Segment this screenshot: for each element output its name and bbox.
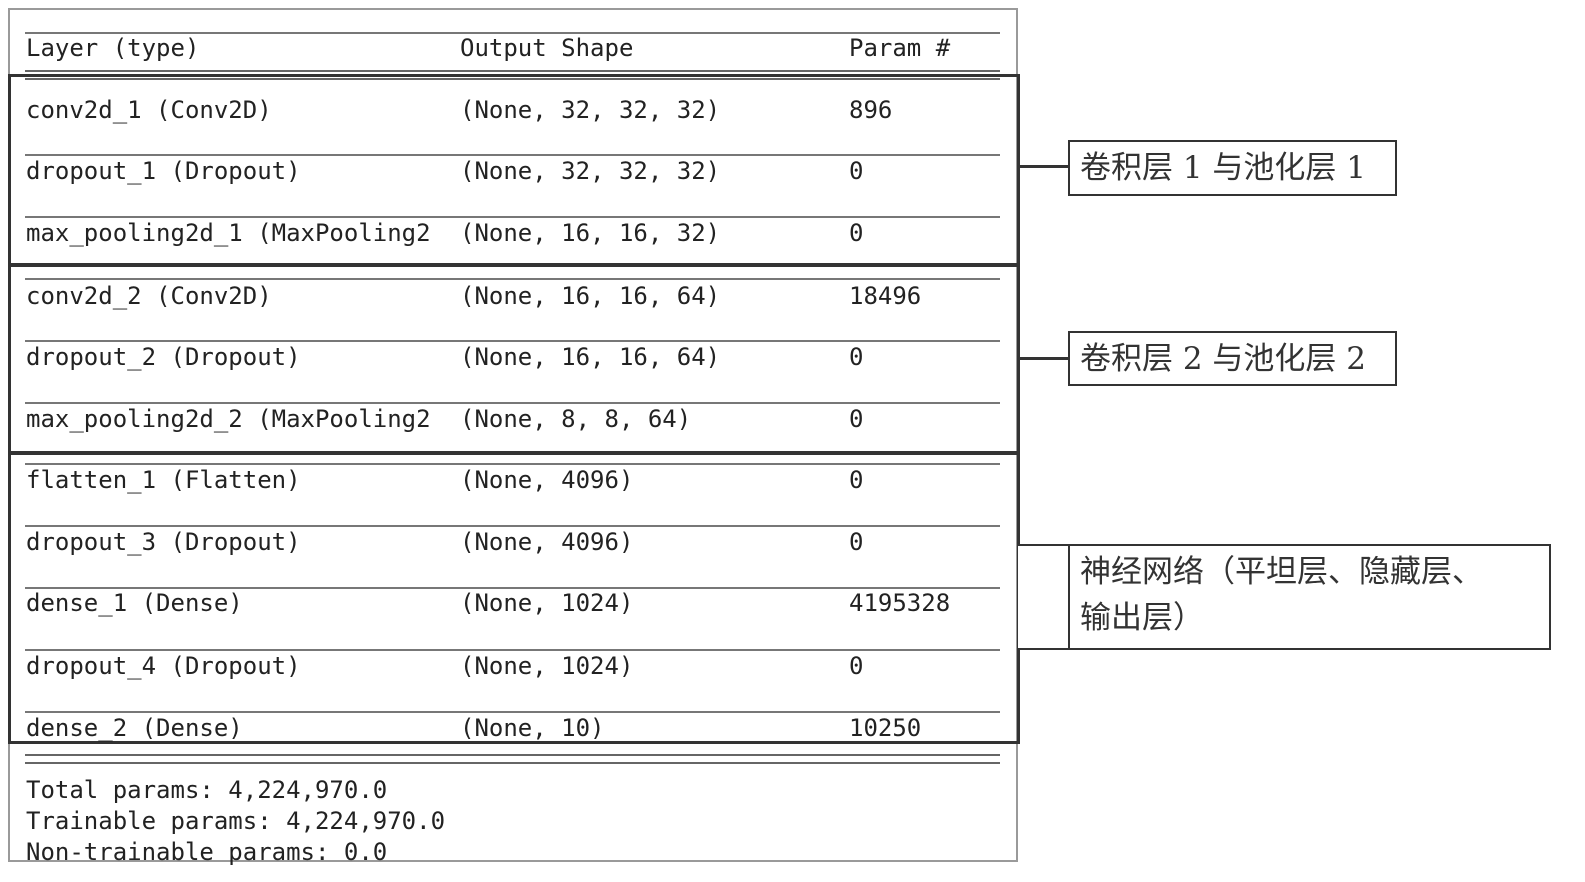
row-divider [25,711,1000,713]
layer-params: 896 [849,96,893,124]
row-divider [25,402,1000,404]
layer-params: 0 [849,528,864,556]
layer-name: flatten_1 (Flatten) [26,466,301,494]
callout-group-3: 神经网络（平坦层、隐藏层、 输出层） [1018,544,1551,650]
layer-params: 4195328 [849,589,951,617]
callout-label-1: 卷积层 1 与池化层 1 [1080,150,1367,186]
layer-params: 0 [849,466,864,494]
layer-shape: (None, 10) [460,714,605,742]
row-divider [25,525,1000,527]
layer-name: max_pooling2d_2 (MaxPooling2 [26,405,431,433]
row-divider [25,154,1000,156]
header-double-rule [25,70,1000,80]
row-divider [25,340,1000,342]
row-divider [25,216,1000,218]
layer-params: 0 [849,405,864,433]
callout-label-3-line2: 输出层） [1080,600,1204,636]
callout-connector-2 [1018,357,1070,360]
layer-shape: (None, 32, 32, 32) [460,157,721,185]
layer-name: dropout_1 (Dropout) [26,157,301,185]
header-param-count: Param # [849,34,951,62]
callout-3-inner-divider [1068,546,1070,648]
layer-params: 0 [849,343,864,371]
trainable-params: Trainable params: 4,224,970.0 [26,807,446,835]
layer-shape: (None, 4096) [460,466,634,494]
layer-params: 18496 [849,282,922,310]
row-divider [25,278,1000,280]
callout-connector-1 [1018,165,1070,168]
layer-shape: (None, 4096) [460,528,634,556]
layer-params: 0 [849,219,864,247]
layer-name: conv2d_2 (Conv2D) [26,282,272,310]
layer-name: dropout_3 (Dropout) [26,528,301,556]
footer-double-rule [25,754,1000,764]
header-output-shape: Output Shape [460,34,634,62]
callout-label-2: 卷积层 2 与池化层 2 [1080,341,1367,377]
layer-params: 0 [849,157,864,185]
header-layer: Layer (type) [26,34,200,62]
layer-shape: (None, 16, 16, 64) [460,282,721,310]
callout-group-2: 卷积层 2 与池化层 2 [1068,331,1397,386]
row-divider [25,587,1000,589]
callout-group-1: 卷积层 1 与池化层 1 [1068,140,1397,196]
layer-shape: (None, 32, 32, 32) [460,96,721,124]
row-divider [25,463,1000,465]
non-trainable-params: Non-trainable params: 0.0 [26,838,388,866]
layer-name: conv2d_1 (Conv2D) [26,96,272,124]
layer-name: dense_2 (Dense) [26,714,243,742]
layer-shape: (None, 16, 16, 32) [460,219,721,247]
layer-params: 0 [849,652,864,680]
layer-shape: (None, 1024) [460,589,634,617]
header-top-rule [25,32,1000,34]
layer-name: dropout_2 (Dropout) [26,343,301,371]
layer-params: 10250 [849,714,922,742]
layer-shape: (None, 8, 8, 64) [460,405,692,433]
layer-name: dropout_4 (Dropout) [26,652,301,680]
layer-shape: (None, 16, 16, 64) [460,343,721,371]
row-divider [25,649,1000,651]
layer-name: dense_1 (Dense) [26,589,243,617]
layer-shape: (None, 1024) [460,652,634,680]
callout-label-3-line1: 神经网络（平坦层、隐藏层、 [1080,554,1483,590]
total-params: Total params: 4,224,970.0 [26,776,388,804]
layer-name: max_pooling2d_1 (MaxPooling2 [26,219,431,247]
